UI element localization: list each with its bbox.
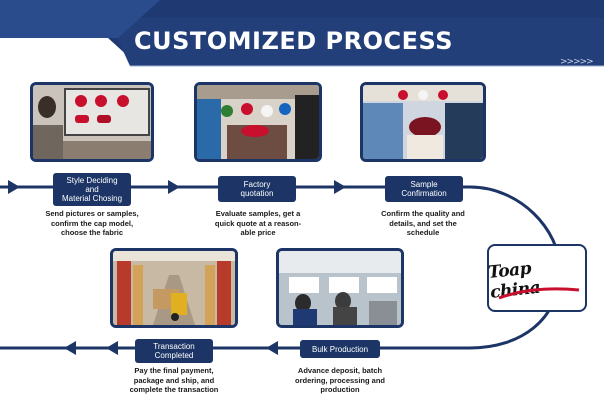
step-label-transaction-completed: Transaction Completed [135, 339, 213, 363]
step-desc-transaction-completed: Pay the final payment, package and ship,… [129, 366, 219, 394]
step-label-sample-confirmation: Sample Confirmation [385, 176, 463, 202]
step-photo-factory-quotation [194, 82, 322, 162]
page-title: CUSTOMIZED PROCESS [134, 27, 454, 55]
flow-arrow-icon [168, 180, 180, 194]
step-label-bulk-production: Bulk Production [300, 340, 380, 358]
header-banner [0, 0, 604, 74]
step-desc-bulk-production: Advance deposit, batch ordering, process… [294, 366, 385, 394]
chevron-arrows-icon: >>>>> [560, 57, 594, 67]
flow-arrow-icon [64, 341, 76, 355]
step-label-factory-quotation: Factory quotation [218, 176, 296, 202]
step-desc-style-deciding: Send pictures or samples, confirm the ca… [45, 209, 139, 237]
flow-arrow-icon [334, 180, 346, 194]
step-photo-bulk-production [276, 248, 404, 328]
step-label-style-deciding: Style Deciding and Material Chosing [53, 173, 131, 206]
step-desc-factory-quotation: Evaluate samples, get a quick quote at a… [214, 209, 302, 237]
flow-arrow-icon [106, 341, 118, 355]
flow-arrow-icon [8, 180, 20, 194]
step-photo-style-deciding [30, 82, 154, 162]
company-logo: Toap china [487, 244, 587, 312]
logo-swoosh-icon [498, 287, 580, 300]
step-photo-sample-confirmation [360, 82, 486, 162]
step-photo-transaction-completed [110, 248, 238, 328]
step-desc-sample-confirmation: Confirm the quality and details, and set… [381, 209, 465, 237]
flow-arrow-icon [266, 341, 278, 355]
